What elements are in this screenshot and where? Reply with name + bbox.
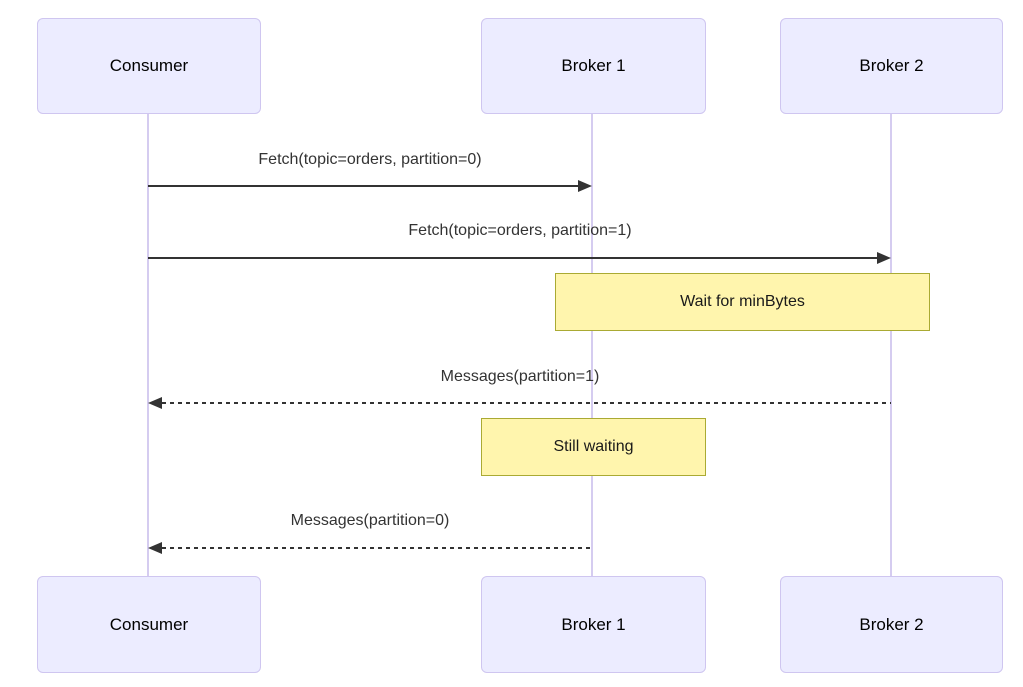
lifeline-broker1 bbox=[591, 114, 593, 576]
actor-broker1-bottom: Broker 1 bbox=[481, 576, 706, 673]
actor-consumer-label: Consumer bbox=[109, 614, 189, 634]
message-line-messages-p1 bbox=[162, 402, 891, 404]
note-wait-minbytes-label: Wait for minBytes bbox=[680, 293, 805, 310]
message-label-messages-p0: Messages(partition=0) bbox=[290, 512, 450, 529]
lifeline-consumer bbox=[147, 114, 149, 576]
actor-broker1-label: Broker 1 bbox=[561, 614, 626, 634]
actor-broker2-bottom: Broker 2 bbox=[780, 576, 1003, 673]
actor-consumer-bottom: Consumer bbox=[37, 576, 261, 673]
message-line-fetch-p1 bbox=[148, 257, 879, 259]
actor-broker2-top: Broker 2 bbox=[780, 18, 1003, 114]
arrowhead-left-icon bbox=[148, 397, 162, 409]
note-wait-minbytes: Wait for minBytes bbox=[555, 273, 930, 331]
actor-consumer-label: Consumer bbox=[109, 56, 189, 75]
message-label-fetch-p1: Fetch(topic=orders, partition=1) bbox=[408, 222, 632, 239]
message-label-fetch-p0: Fetch(topic=orders, partition=0) bbox=[258, 151, 482, 168]
actor-broker1-label: Broker 1 bbox=[561, 56, 626, 75]
actor-broker2-label: Broker 2 bbox=[859, 56, 924, 75]
actor-consumer-top: Consumer bbox=[37, 18, 261, 114]
arrowhead-right-icon bbox=[578, 180, 592, 192]
actor-broker2-label: Broker 2 bbox=[859, 614, 924, 634]
arrowhead-right-icon bbox=[877, 252, 891, 264]
note-still-waiting: Still waiting bbox=[481, 418, 706, 476]
actor-broker1-top: Broker 1 bbox=[481, 18, 706, 114]
message-line-fetch-p0 bbox=[148, 185, 580, 187]
message-label-messages-p1: Messages(partition=1) bbox=[440, 368, 600, 385]
arrowhead-left-icon bbox=[148, 542, 162, 554]
note-still-waiting-label: Still waiting bbox=[553, 438, 634, 455]
message-line-messages-p0 bbox=[162, 547, 592, 549]
lifeline-broker2 bbox=[890, 114, 892, 576]
